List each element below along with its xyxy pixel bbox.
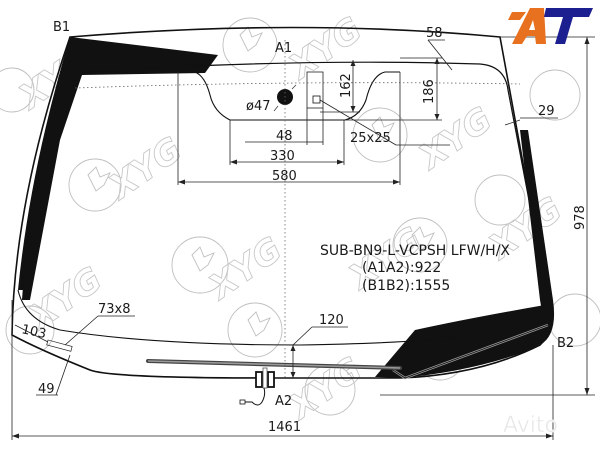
dimension-labels: B1 A1 B2 A2 58 29 ø47 48 330 580 25x25 1… xyxy=(20,20,588,435)
dim-vin-window: 73x8 xyxy=(98,302,131,317)
dim-vin-offset-1: 103 xyxy=(20,322,47,342)
dim-bottom-gap: 120 xyxy=(319,313,344,328)
svg-text:Avito: Avito xyxy=(503,413,558,438)
sensor-area xyxy=(178,71,400,121)
svg-text:XYG: XYG xyxy=(101,129,190,208)
dim-square-mark: 25x25 xyxy=(350,131,391,146)
square-mark-icon xyxy=(312,95,321,104)
avito-watermark: Avito xyxy=(503,413,559,439)
heater-connector-icon xyxy=(239,367,275,406)
a1a2-distance: (A1A2):922 xyxy=(362,260,441,276)
dim-vin-offset-2: 49 xyxy=(38,382,55,397)
point-label-a1: A1 xyxy=(275,41,292,56)
svg-text:XYG: XYG xyxy=(411,99,500,178)
point-label-b1: B1 xyxy=(53,20,70,35)
part-code: SUB-BN9-L-VCPSH LFW/H/X xyxy=(320,243,510,259)
dim-sensor-area-width: 580 xyxy=(272,169,297,184)
point-label-a2: A2 xyxy=(275,394,292,409)
dim-hole-diameter: ø47 xyxy=(246,99,271,114)
dim-overall-width: 1461 xyxy=(268,420,301,435)
dim-sensor-height-1: 162 xyxy=(339,73,354,98)
dim-sensor-height-2: 186 xyxy=(422,79,437,104)
svg-text:XYG: XYG xyxy=(281,9,370,88)
dim-overall-height: 978 xyxy=(573,205,588,230)
svg-text:XYG: XYG xyxy=(281,349,370,428)
point-label-b2: B2 xyxy=(557,336,574,351)
dim-sensor-offset: 48 xyxy=(276,129,293,144)
windshield-glass xyxy=(11,26,555,406)
dimension-lines xyxy=(11,36,595,440)
at-logo-icon xyxy=(508,8,593,44)
b1b2-distance: (B1B2):1555 xyxy=(362,278,450,294)
dim-top-band: 58 xyxy=(426,26,443,41)
svg-text:XYG: XYG xyxy=(201,229,290,308)
dim-side-band: 29 xyxy=(538,104,555,119)
dim-sensor-inner-width: 330 xyxy=(270,149,295,164)
